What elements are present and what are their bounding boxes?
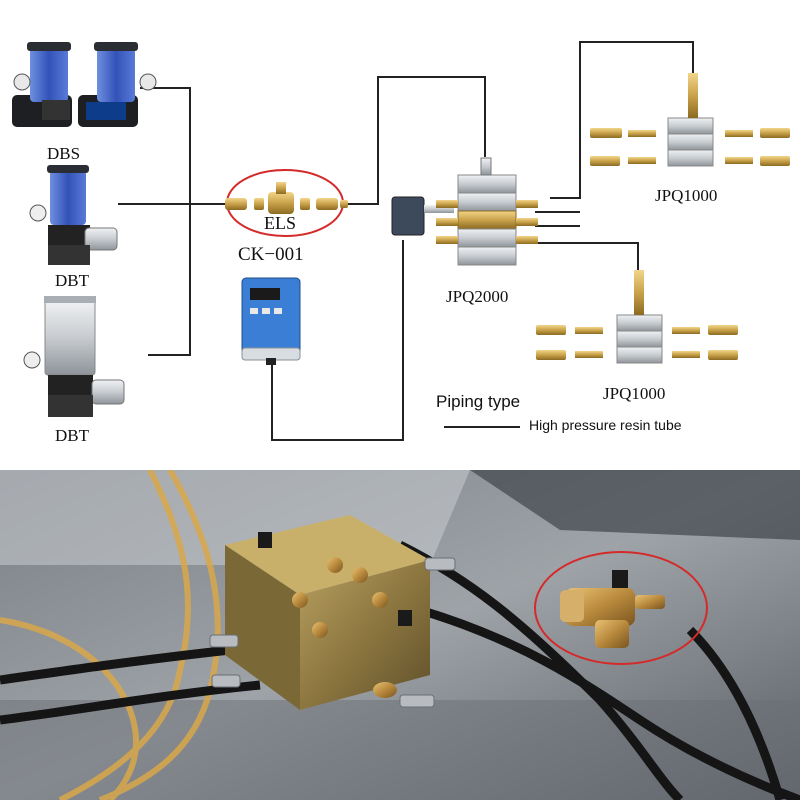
- label-piping-type: Piping type: [436, 392, 521, 411]
- label-dbt-1: DBT: [55, 271, 89, 290]
- els-valve-photo: [560, 570, 665, 648]
- sensor-icon: [391, 196, 454, 236]
- label-jpq1000-top: JPQ1000: [655, 186, 718, 205]
- jpq1000-top-distributor-icon: [590, 73, 790, 167]
- jpq2000-distributor-icon: [436, 157, 538, 266]
- controller-icon: [241, 277, 301, 365]
- dbs-pump-1: [12, 42, 72, 127]
- dbt-pump-1: [29, 165, 118, 265]
- label-jpq1000-bottom: JPQ1000: [603, 384, 666, 403]
- els-valve-icon: [225, 182, 348, 214]
- label-piping-legend: High pressure resin tube: [529, 417, 682, 433]
- dbt-pump-2: [23, 296, 125, 417]
- label-jpq2000: JPQ2000: [446, 287, 509, 306]
- els-photo-highlight: [534, 551, 708, 665]
- hose-fittings: [209, 557, 456, 708]
- pipe-lines: [118, 41, 694, 441]
- jpq1000-bottom-distributor-icon: [536, 270, 738, 364]
- installation-photo: [0, 470, 800, 800]
- black-hoses: [0, 540, 800, 800]
- label-dbs: DBS: [47, 144, 81, 163]
- piping-diagram: [12, 41, 790, 441]
- dbs-pump-2: [78, 42, 157, 127]
- distributor-block-photo: [225, 515, 430, 710]
- label-dbt-2: DBT: [55, 426, 89, 445]
- label-els: ELS: [264, 213, 297, 233]
- label-ck: CK−001: [238, 244, 304, 265]
